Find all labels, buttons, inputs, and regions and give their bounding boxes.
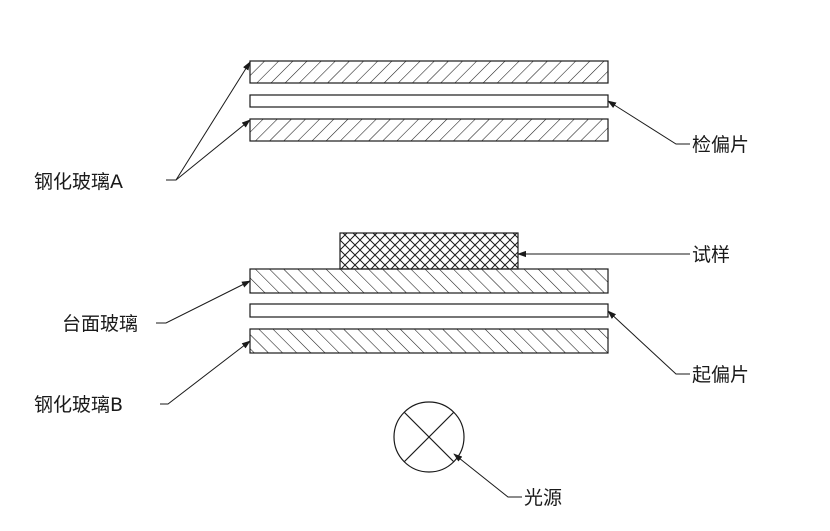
label-tempered-glass-b: 钢化玻璃B (34, 394, 123, 416)
leader-tempered-glass-a-2 (175, 119, 251, 181)
tempered-glass-a-top (249, 60, 609, 84)
label-sample: 试样 (692, 244, 730, 266)
leader-light-source (453, 453, 522, 498)
label-tempered-glass-a: 钢化玻璃A (34, 171, 123, 193)
label-stage-glass: 台面玻璃 (62, 313, 138, 335)
light-source-icon (393, 401, 465, 473)
label-analyzer: 检偏片 (692, 134, 749, 156)
tempered-glass-b (249, 328, 609, 354)
stage-glass (249, 268, 609, 294)
leader-tempered-glass-b (160, 340, 251, 405)
tempered-glass-a-bottom (249, 118, 609, 142)
polarizer-plate (249, 303, 609, 318)
sample-block (339, 232, 519, 270)
leader-stage-glass (156, 280, 251, 324)
leader-tempered-glass-a-1 (166, 61, 251, 181)
leader-analyzer (607, 100, 690, 145)
leader-polarizer (607, 310, 690, 375)
label-light-source: 光源 (524, 487, 562, 509)
label-polarizer: 起偏片 (692, 364, 749, 386)
analyzer-plate (249, 94, 609, 108)
